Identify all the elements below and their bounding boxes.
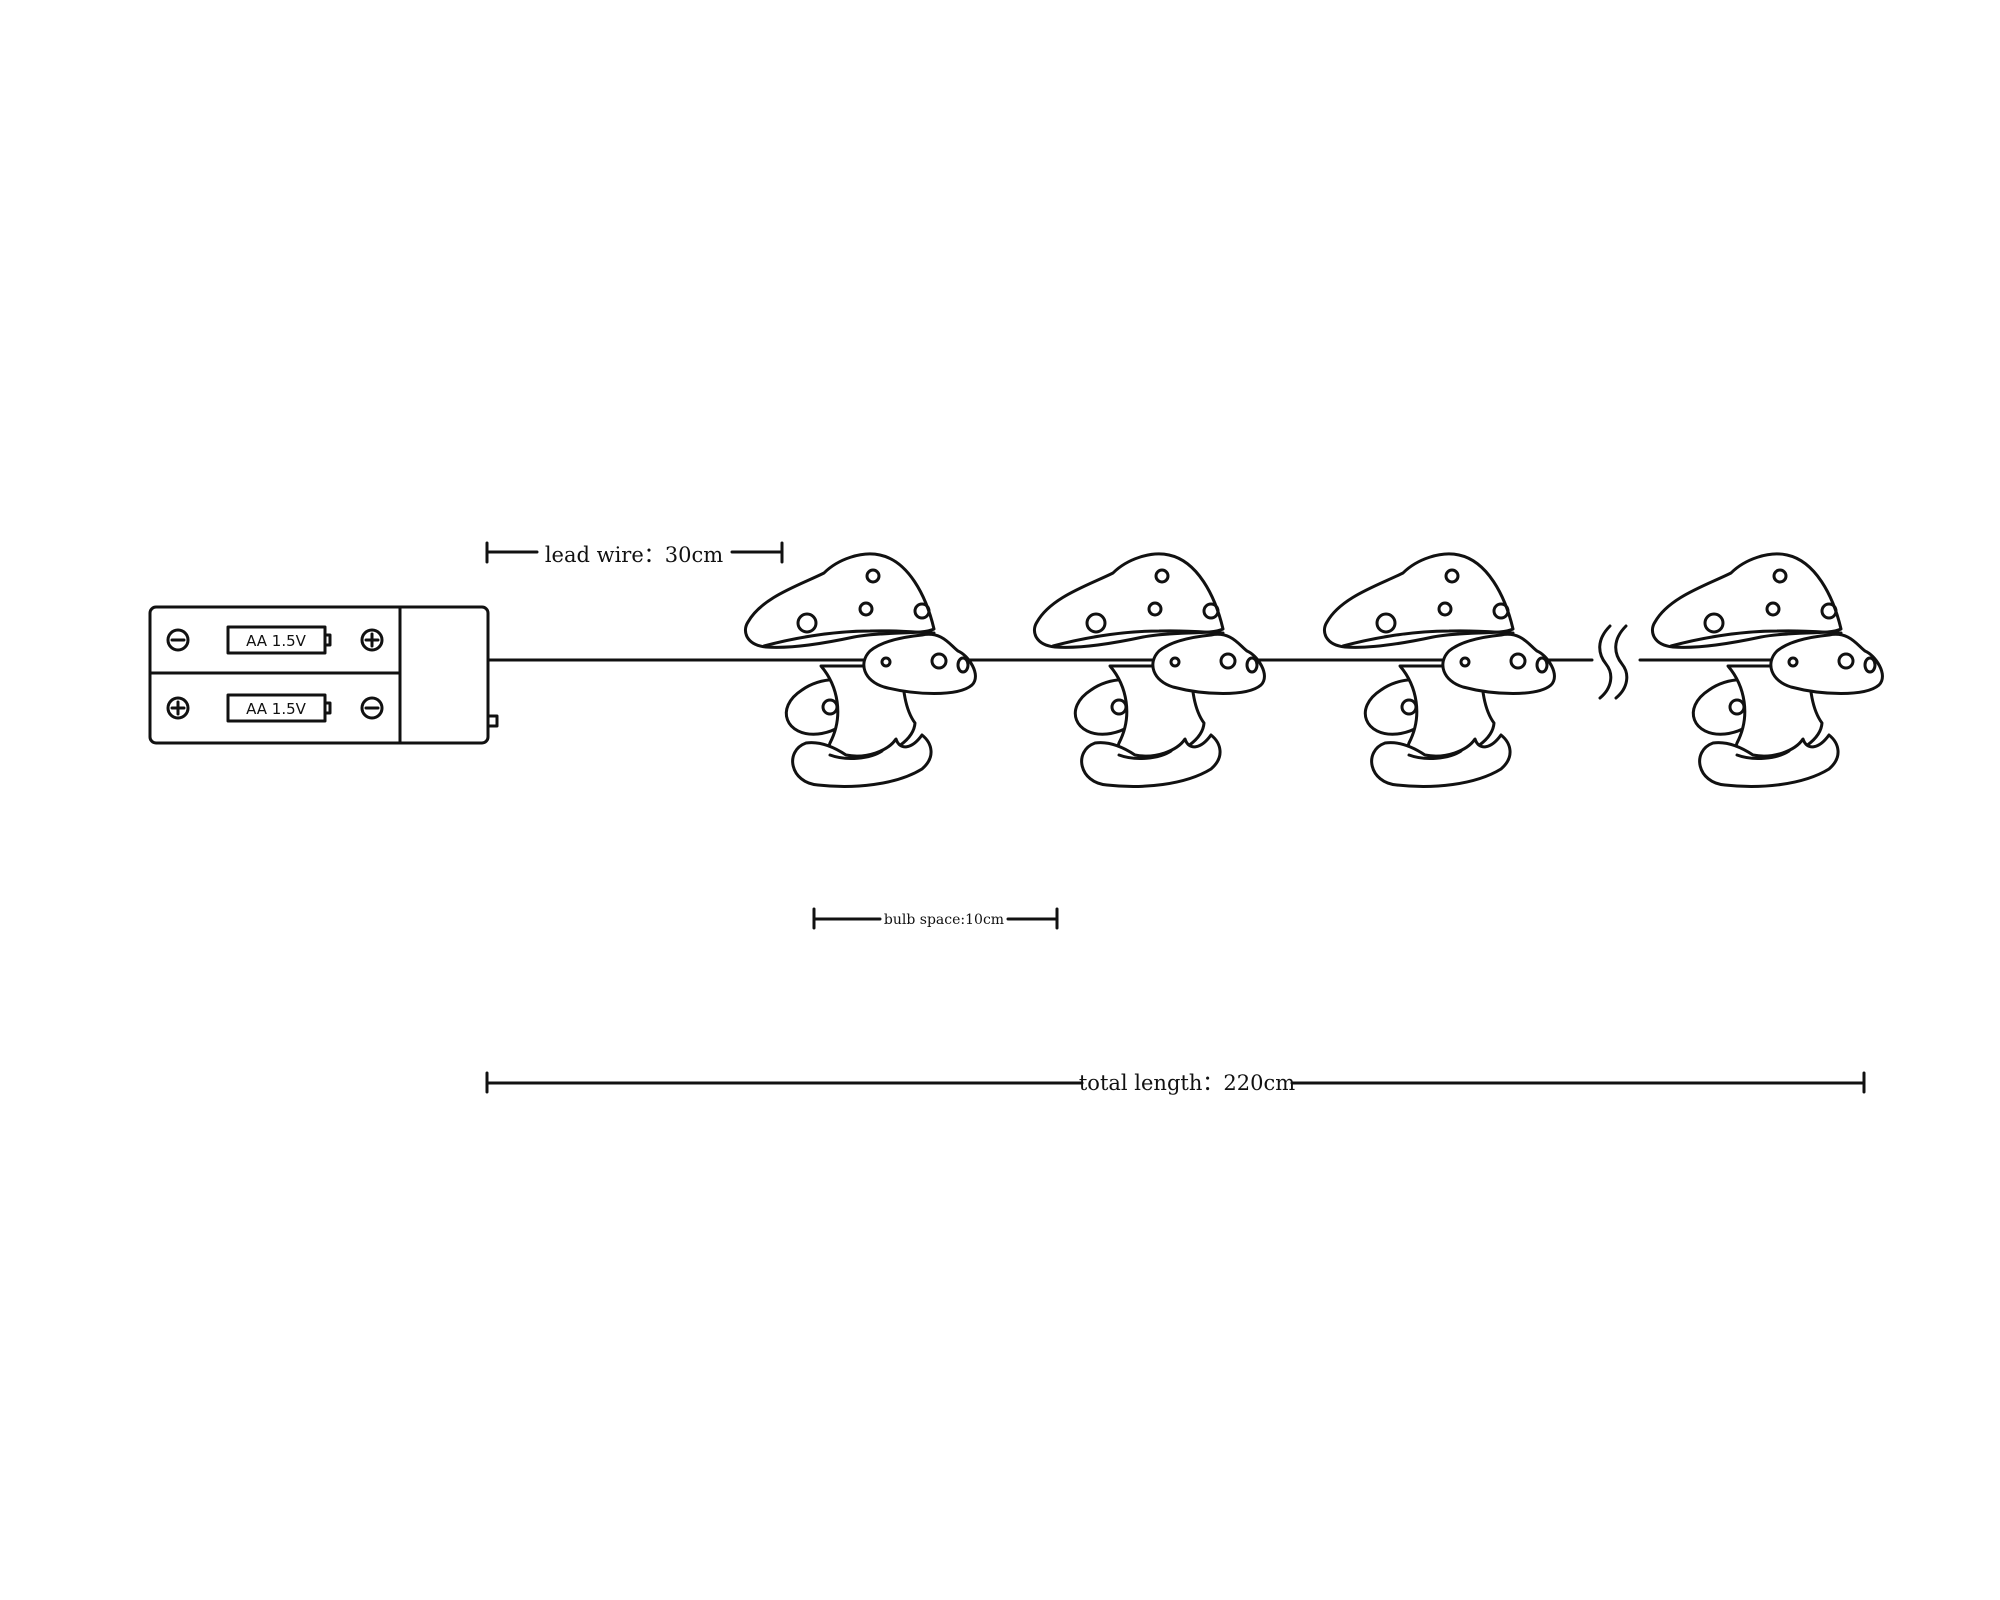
battery-cell-label: AA 1.5V	[246, 632, 307, 650]
mushroom-icon	[1032, 552, 1266, 788]
bulb-space-label: bulb space:10cm	[884, 912, 1004, 928]
plus-icon	[166, 696, 190, 720]
lead-wire-dimension: lead wire：30cm	[485, 541, 784, 567]
battery-cell-terminal	[323, 701, 332, 715]
battery-cell-1: AA 1.5V	[166, 625, 384, 655]
bulb-4	[1650, 552, 1884, 788]
mushroom-icon	[743, 552, 977, 788]
mushroom-icon	[1650, 552, 1884, 788]
battery-box-outline	[148, 605, 490, 745]
battery-switch-tab	[486, 714, 499, 728]
bulb-space-dimension: bulb space:10cm	[812, 907, 1059, 930]
total-length-dimension: total length：220cm	[485, 1071, 1866, 1095]
bulb-1	[743, 552, 977, 788]
battery-pack: AA 1.5V AA 1.5V	[148, 605, 499, 745]
battery-cell-label: AA 1.5V	[246, 700, 307, 718]
bulb-3	[1322, 552, 1556, 788]
wavy-break-icon	[1598, 624, 1629, 700]
total-length-label: total length：220cm	[1079, 1071, 1295, 1095]
lead-wire-label: lead wire：30cm	[545, 543, 723, 567]
battery-cell-2: AA 1.5V	[166, 693, 384, 723]
battery-cell-terminal	[323, 633, 332, 647]
mushroom-icon	[1322, 552, 1556, 788]
minus-icon	[360, 696, 384, 720]
bulb-2	[1032, 552, 1266, 788]
minus-icon	[166, 628, 190, 652]
plus-icon	[360, 628, 384, 652]
